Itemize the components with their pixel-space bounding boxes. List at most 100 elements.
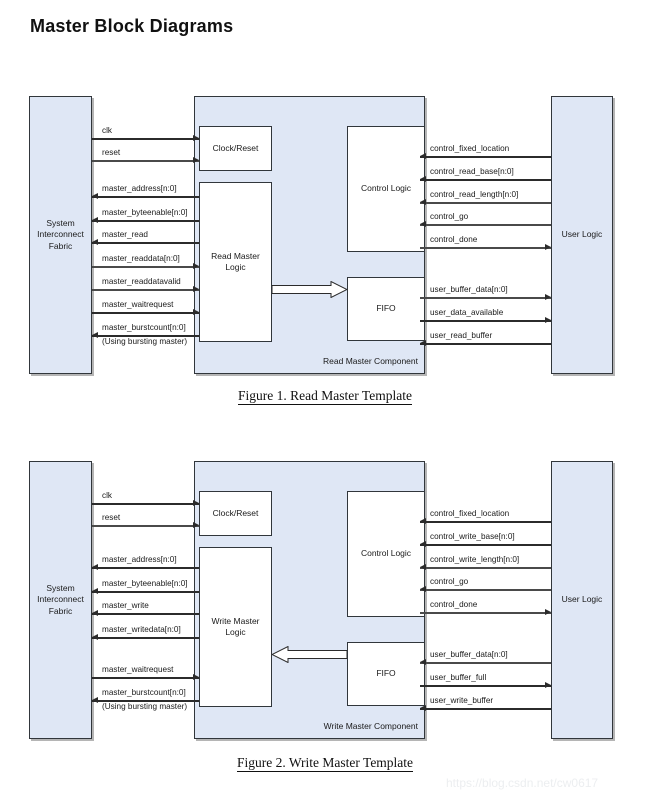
arrowhead-right-4 xyxy=(545,244,551,251)
signal-label-left-1: reset xyxy=(102,148,121,157)
signal-label-left-4: master_read xyxy=(102,230,148,239)
arrowhead-left-6 xyxy=(193,286,199,293)
internal-data-flow-arrow xyxy=(272,645,347,663)
signal-label-right-1: control_write_base[n:0] xyxy=(430,532,515,541)
arrowhead-right-1 xyxy=(420,176,426,183)
arrowhead-right-3 xyxy=(420,586,426,593)
signal-line-right-4 xyxy=(420,612,551,615)
signal-label-left-7: master_burstcount[n:0] xyxy=(102,688,186,697)
arrowhead-left-3 xyxy=(92,588,98,595)
signal-line-left-6 xyxy=(92,677,199,679)
signal-label-right-7: user_read_buffer xyxy=(430,331,493,340)
signal-line-left-7 xyxy=(92,312,199,314)
signal-label-left-5: master_writedata[n:0] xyxy=(102,625,181,634)
signal-label-right-0: control_fixed_location xyxy=(430,509,510,518)
fig2-user-logic: User Logic xyxy=(551,461,613,739)
signal-label-left-6: master_readdatavalid xyxy=(102,277,181,286)
fig2-control-logic-block: Control Logic xyxy=(347,491,425,617)
signal-line-right-3 xyxy=(420,224,551,227)
signal-label-left-2: master_address[n:0] xyxy=(102,184,177,193)
fig1-component-label: Read Master Component xyxy=(323,355,418,366)
signal-line-right-7 xyxy=(420,708,551,710)
signal-line-left-0 xyxy=(92,503,199,505)
signal-line-right-2 xyxy=(420,202,551,205)
signal-label-right-7: user_write_buffer xyxy=(430,696,494,705)
signal-line-left-2 xyxy=(92,196,199,198)
fig2-control-logic-block-label: Control Logic xyxy=(360,548,412,559)
signal-line-left-5 xyxy=(92,637,199,639)
signal-line-right-7 xyxy=(420,343,551,345)
arrowhead-right-7 xyxy=(420,705,426,712)
signal-label-right-5: user_buffer_data[n:0] xyxy=(430,650,508,659)
signal-label-right-3: control_go xyxy=(430,577,469,586)
signal-label-right-2: control_read_length[n:0] xyxy=(430,190,519,199)
signal-line-right-0 xyxy=(420,156,551,158)
figure-2-caption: Figure 2. Write Master Template xyxy=(0,755,650,772)
arrowhead-left-2 xyxy=(92,564,98,571)
signal-line-right-6 xyxy=(420,685,551,687)
arrowhead-left-0 xyxy=(193,500,199,507)
arrowhead-right-2 xyxy=(420,564,426,571)
signal-line-left-3 xyxy=(92,591,199,593)
page-title: Master Block Diagrams xyxy=(30,16,234,36)
signal-line-right-6 xyxy=(420,320,551,322)
fig1-user-logic-label: User Logic xyxy=(561,229,603,240)
signal-line-left-1 xyxy=(92,160,199,163)
fig2-fifo-block-label: FIFO xyxy=(376,668,396,679)
signal-line-right-5 xyxy=(420,297,551,300)
fig1-user-logic: User Logic xyxy=(551,96,613,374)
signal-line-right-1 xyxy=(420,179,551,181)
signal-line-right-4 xyxy=(420,247,551,250)
figure-1-caption: Figure 1. Read Master Template xyxy=(0,388,650,405)
signal-label-left-7: master_waitrequest xyxy=(102,300,174,309)
signal-line-right-3 xyxy=(420,589,551,592)
arrowhead-right-6 xyxy=(545,682,551,689)
arrowhead-right-5 xyxy=(545,294,551,301)
internal-data-flow-arrow xyxy=(272,280,347,298)
signal-label-left-0: clk xyxy=(102,126,113,135)
arrowhead-right-6 xyxy=(545,317,551,324)
signal-label-left-6: master_waitrequest xyxy=(102,665,174,674)
signal-label-right-3: control_go xyxy=(430,212,469,221)
signal-label-left-3: master_byteenable[n:0] xyxy=(102,579,188,588)
signal-line-left-5 xyxy=(92,266,199,269)
fig1-clock-reset-block-label: Clock/Reset xyxy=(212,142,259,153)
signal-label-right-6: user_buffer_full xyxy=(430,673,487,682)
figure-2-caption-text: Figure 2. Write Master Template xyxy=(236,755,414,772)
signal-line-left-1 xyxy=(92,525,199,528)
signal-sublabel-left-8: (Using bursting master) xyxy=(102,337,188,346)
arrowhead-left-1 xyxy=(193,157,199,164)
arrowhead-right-4 xyxy=(545,609,551,616)
watermark: https://blog.csdn.net/cw0617 xyxy=(446,776,599,790)
signal-label-right-5: user_buffer_data[n:0] xyxy=(430,285,508,294)
signal-line-left-4 xyxy=(92,242,199,244)
fig1-fifo-block: FIFO xyxy=(347,277,425,341)
fig2-clock-reset-block: Clock/Reset xyxy=(199,491,272,536)
arrowhead-left-5 xyxy=(193,263,199,270)
signal-label-left-3: master_byteenable[n:0] xyxy=(102,208,188,217)
signal-line-left-7 xyxy=(92,700,199,702)
signal-label-left-0: clk xyxy=(102,491,113,500)
fig1-clock-reset-block: Clock/Reset xyxy=(199,126,272,171)
signal-label-left-1: reset xyxy=(102,513,121,522)
signal-sublabel-left-7: (Using bursting master) xyxy=(102,702,188,711)
arrowhead-left-5 xyxy=(92,634,98,641)
signal-label-left-5: master_readdata[n:0] xyxy=(102,254,180,263)
signal-label-right-4: control_done xyxy=(430,600,478,609)
signal-label-left-8: master_burstcount[n:0] xyxy=(102,323,186,332)
arrowhead-left-2 xyxy=(92,193,98,200)
signal-label-right-6: user_data_available xyxy=(430,308,504,317)
signal-line-left-8 xyxy=(92,335,199,337)
fig1-control-logic-block-label: Control Logic xyxy=(360,183,412,194)
signal-line-left-4 xyxy=(92,613,199,615)
signal-line-left-3 xyxy=(92,220,199,222)
arrowhead-left-3 xyxy=(92,217,98,224)
arrowhead-left-4 xyxy=(92,610,98,617)
